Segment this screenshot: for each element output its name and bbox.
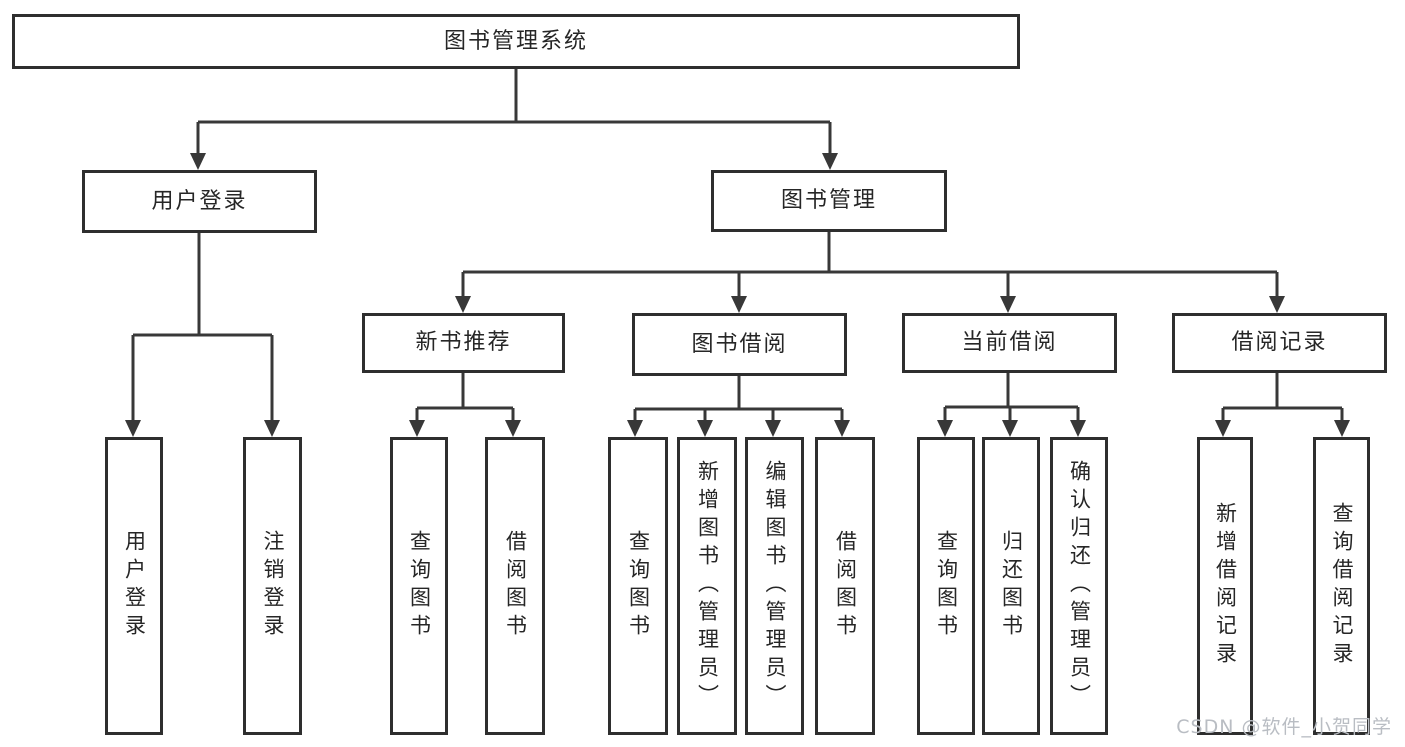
node-root-system: 图书管理系统 — [12, 14, 1020, 69]
leaf-query-borrow-record: 查询借阅记录 — [1313, 437, 1370, 735]
leaf-query-book-2: 查询图书 — [608, 437, 668, 735]
node-user-login: 用户登录 — [82, 170, 317, 233]
node-borrow-record: 借阅记录 — [1172, 313, 1387, 373]
leaf-edit-book-admin: 编辑图书（管理员） — [745, 437, 804, 735]
leaf-logout: 注销登录 — [243, 437, 302, 735]
node-current-borrow: 当前借阅 — [902, 313, 1117, 373]
connector-wires — [131, 69, 1344, 423]
watermark: CSDN @软件_小贺同学 — [1176, 716, 1392, 738]
leaf-confirm-return-admin: 确认归还（管理员） — [1050, 437, 1108, 735]
leaf-borrow-book-2: 借阅图书 — [815, 437, 875, 735]
leaf-add-borrow-record: 新增借阅记录 — [1197, 437, 1253, 735]
node-book-borrow: 图书借阅 — [632, 313, 847, 376]
leaf-query-book-3: 查询图书 — [917, 437, 975, 735]
leaf-query-book-1: 查询图书 — [390, 437, 448, 735]
leaf-borrow-book-1: 借阅图书 — [485, 437, 545, 735]
leaf-user-login: 用户登录 — [105, 437, 163, 735]
node-book-management: 图书管理 — [711, 170, 947, 232]
node-new-book-recommend: 新书推荐 — [362, 313, 565, 373]
leaf-add-book-admin: 新增图书（管理员） — [677, 437, 737, 735]
leaf-return-book: 归还图书 — [982, 437, 1040, 735]
